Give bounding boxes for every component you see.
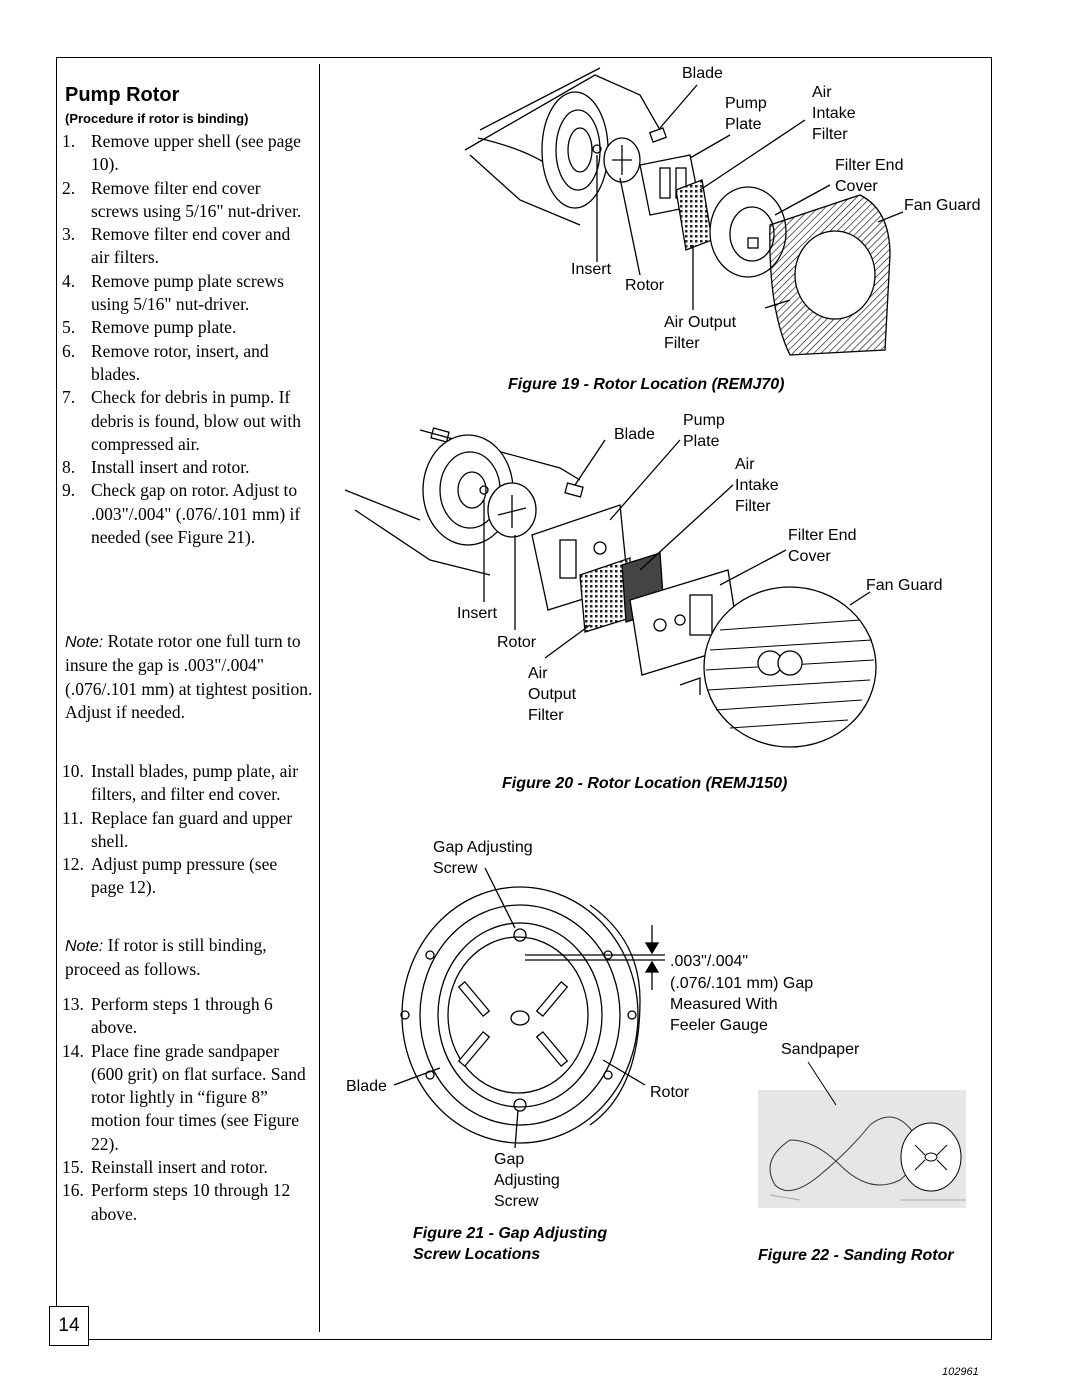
fig21-label-adjusting: Adjusting <box>494 1172 560 1189</box>
step-item: 8.Install insert and rotor. <box>62 457 250 478</box>
step-item: 15.Reinstall insert and rotor. <box>62 1157 268 1178</box>
steps-list-b: 10.Install blades, pump plate, air filte… <box>62 760 312 900</box>
figure-19-exploded-view <box>464 67 904 356</box>
fig20-label-fan-guard: Fan Guard <box>866 577 943 594</box>
column-divider <box>319 64 320 1332</box>
fig19-label-insert: Insert <box>571 261 612 278</box>
fig20-label-cover: Cover <box>788 548 831 565</box>
figure-21-caption-line2: Screw Locations <box>413 1246 541 1263</box>
fig21-label-gap-inches: .003"/.004" <box>670 953 749 970</box>
note-binding: Note: If rotor is still binding, proceed… <box>65 935 267 980</box>
step-item: 1.Remove upper shell (see page 10). <box>62 131 301 175</box>
fig19-label-filter: Filter <box>812 126 848 143</box>
fig19-label-pump: Pump <box>725 95 767 112</box>
step-item: 11.Replace fan guard and upper shell. <box>62 807 293 851</box>
document-id: 102961 <box>942 1366 979 1378</box>
fig21-label-blade: Blade <box>346 1078 387 1095</box>
fig19-label-filter-end: Filter End <box>835 157 904 174</box>
fig20-label-pump: Pump <box>683 412 725 429</box>
fig21-label-rotor: Rotor <box>650 1084 690 1101</box>
fig20-label-air: Air <box>528 665 548 682</box>
steps-list-a: 1.Remove upper shell (see page 10). 2.Re… <box>62 130 312 549</box>
fig20-label-air: Air <box>735 456 755 473</box>
fig22-label-sandpaper: Sandpaper <box>781 1041 860 1058</box>
figure-20-exploded-view <box>344 427 877 748</box>
figure-22-caption: Figure 22 - Sanding Rotor <box>758 1247 954 1264</box>
fig20-label-rotor: Rotor <box>497 634 537 651</box>
note-rotate: Note: Rotate rotor one full turn to insu… <box>65 631 313 722</box>
step-item: 16.Perform steps 10 through 12 above. <box>62 1180 291 1224</box>
step-item: 4.Remove pump plate screws using 5/16" n… <box>62 270 284 315</box>
fig21-label-feeler-gauge: Feeler Gauge <box>670 1017 768 1034</box>
fig19-label-plate: Plate <box>725 116 762 133</box>
step-item: 6.Remove rotor, insert, and blades. <box>62 340 269 384</box>
step-item: 12.Adjust pump pressure (see page 12). <box>62 854 278 898</box>
fig20-label-filter: Filter <box>735 498 771 515</box>
fig21-label-screw: Screw <box>433 860 478 877</box>
step-item: 10.Install blades, pump plate, air filte… <box>62 761 299 805</box>
fig19-label-air-output-filter: Filter <box>664 335 700 352</box>
fig19-label-air-output: Air Output <box>664 314 737 331</box>
section-title: Pump Rotor <box>65 84 180 106</box>
figure-21-caption-line1: Figure 21 - Gap Adjusting <box>413 1225 608 1242</box>
fig21-label-measured-with: Measured With <box>670 996 778 1013</box>
fig21-label-gap: Gap <box>494 1151 525 1168</box>
fig19-label-rotor: Rotor <box>625 277 665 294</box>
fig20-label-intake: Intake <box>735 477 779 494</box>
step-item: 13.Perform steps 1 through 6 above. <box>62 994 273 1038</box>
figure-22-sandpaper <box>758 1061 966 1208</box>
step-item: 9.Check gap on rotor. Adjust to .003"/.0… <box>62 480 301 548</box>
fig21-label-gap-adjusting: Gap Adjusting <box>433 839 533 856</box>
fig21-label-gap-mm: (.076/.101 mm) Gap <box>670 975 814 992</box>
fig20-label-output-filter: Filter <box>528 707 564 724</box>
figure-20-caption: Figure 20 - Rotor Location (REMJ150) <box>502 775 788 792</box>
fig19-label-air: Air <box>812 84 832 101</box>
fig19-label-fan-guard: Fan Guard <box>904 197 981 214</box>
step-item: 7.Check for debris in pump. If debris is… <box>62 387 301 454</box>
figure-21-gap-screws <box>393 867 665 1149</box>
step-item: 5.Remove pump plate. <box>62 317 237 338</box>
fig20-label-blade: Blade <box>614 426 655 443</box>
section-subtitle: (Procedure if rotor is binding) <box>65 111 249 126</box>
fig20-label-insert: Insert <box>457 605 498 622</box>
fig20-label-plate: Plate <box>683 433 720 450</box>
fig19-label-blade: Blade <box>682 65 723 82</box>
steps-list-c: 13.Perform steps 1 through 6 above. 14.P… <box>62 993 312 1226</box>
step-item: 3.Remove filter end cover and air filter… <box>62 224 291 268</box>
figure-19-caption: Figure 19 - Rotor Location (REMJ70) <box>508 376 785 393</box>
fig20-label-filter-end: Filter End <box>788 527 857 544</box>
page-number: 14 <box>49 1306 89 1346</box>
fig21-label-screw-bottom: Screw <box>494 1193 539 1210</box>
fig20-label-output: Output <box>528 686 577 703</box>
page-frame <box>56 57 992 1340</box>
step-item: 14.Place fine grade sandpaper (600 grit)… <box>62 1040 306 1154</box>
step-item: 2.Remove filter end cover screws using 5… <box>62 177 302 221</box>
fig19-label-intake: Intake <box>812 105 856 122</box>
fig19-label-cover: Cover <box>835 178 878 195</box>
